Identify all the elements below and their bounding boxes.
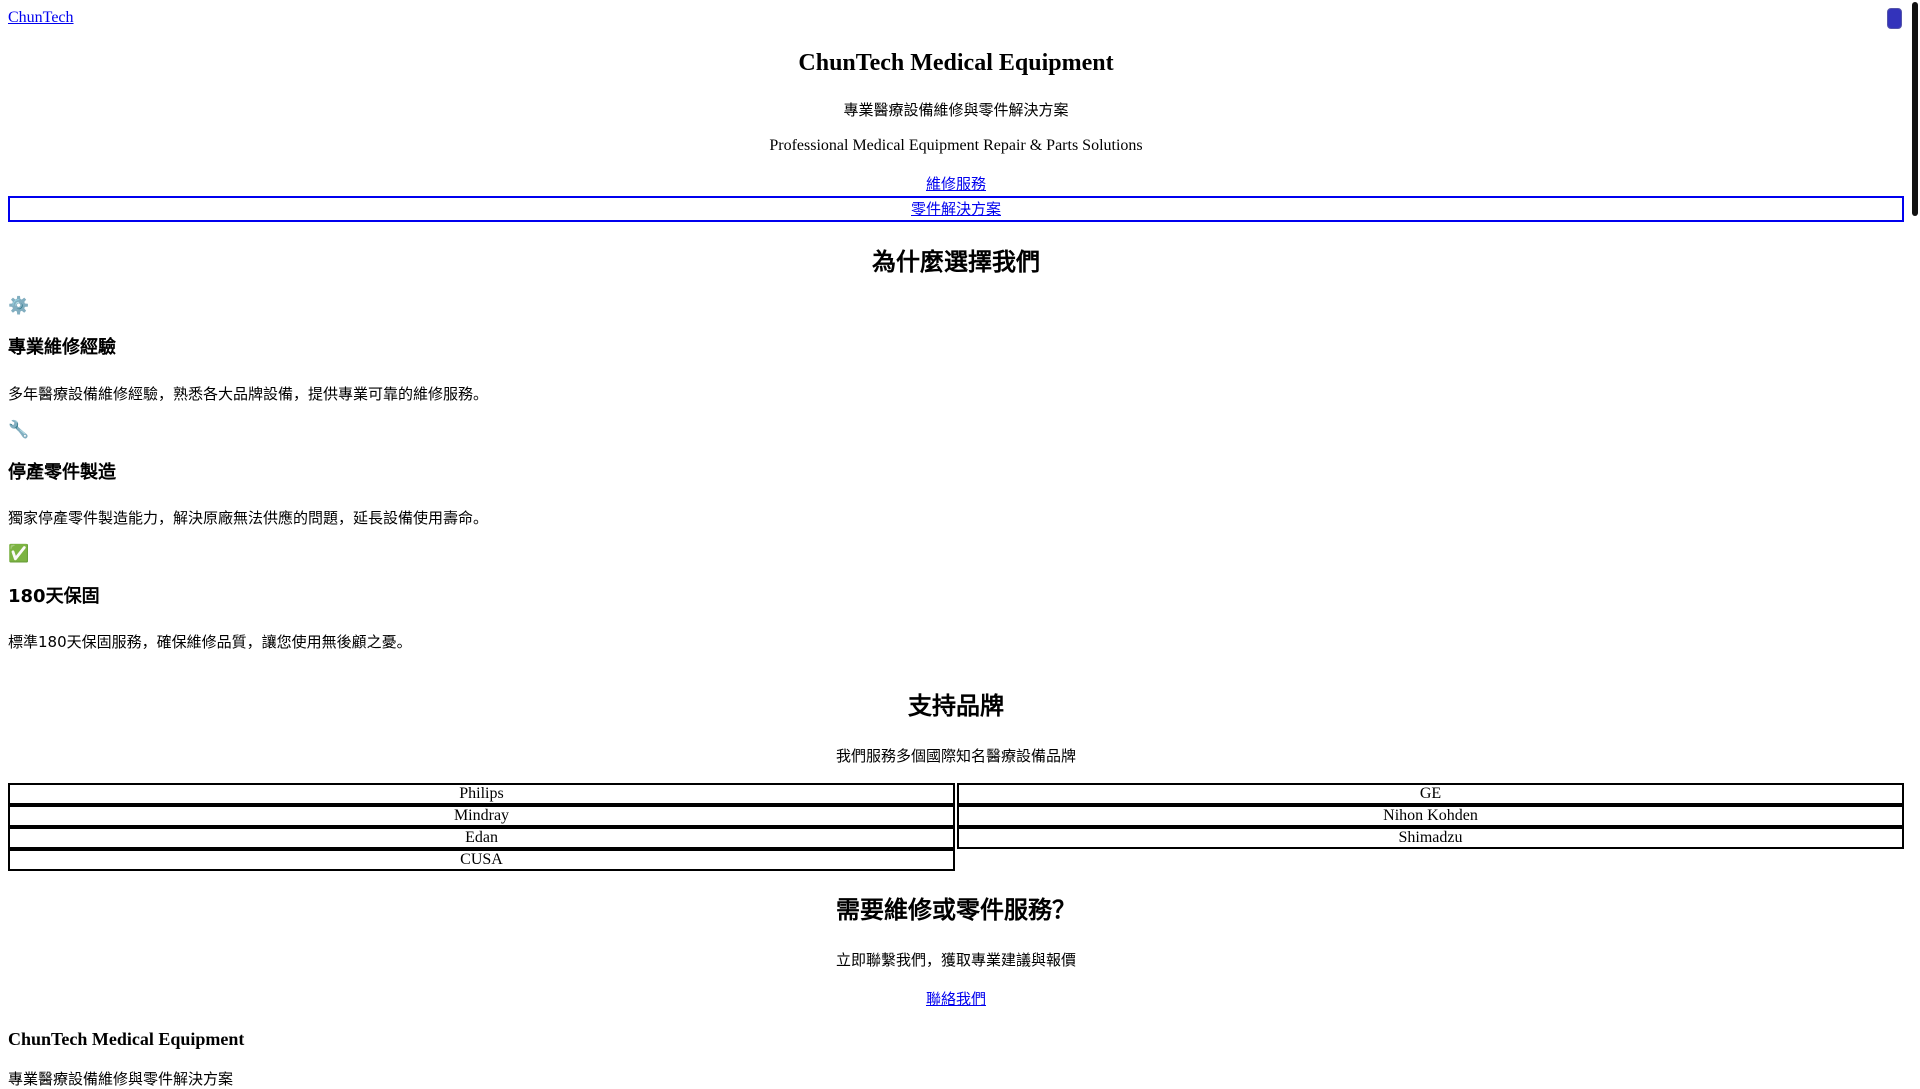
scrollbar-thumb[interactable] (1912, 2, 1918, 216)
feature-desc-warranty: 標準180天保固服務，確保維修品質，讓您使用無後顧之憂。 (8, 633, 412, 651)
parts-solutions-link[interactable]: 零件解決方案 (910, 200, 1001, 218)
check-mark-icon: ✅ (8, 544, 30, 563)
contact-us-link[interactable]: 聯絡我們 (925, 990, 986, 1008)
feature-desc-discontinued-parts: 獨家停產零件製造能力，解決原廠無法供應的問題，延長設備使用壽命。 (8, 509, 489, 527)
brand-home-link[interactable]: ChunTech (8, 9, 74, 26)
cta-title: 需要維修或零件服務？ (836, 896, 1076, 924)
brand-item-edan: Edan (8, 827, 955, 849)
footer-subtitle: 專業醫療設備維修與零件解決方案 (8, 1070, 234, 1088)
footer-title: ChunTech Medical Equipment (8, 1029, 245, 1049)
hero-link-row-parts-focused: 零件解決方案 (8, 196, 1904, 222)
brand-item-shimadzu: Shimadzu (957, 827, 1904, 849)
brand-item-nihon-kohden: Nihon Kohden (957, 805, 1904, 827)
gear-icon: ⚙️ (8, 296, 30, 315)
why-choose-us-title: 為什麼選擇我們 (872, 248, 1040, 276)
brand-item-ge: GE (957, 783, 1904, 805)
brands-subtitle: 我們服務多個國際知名醫療設備品牌 (835, 747, 1076, 765)
page-scrollbar[interactable] (1906, 0, 1920, 1080)
feature-title-experience: 專業維修經驗 (8, 337, 116, 358)
wrench-icon: 🔧 (8, 420, 30, 439)
menu-toggle-button[interactable] (1887, 8, 1902, 29)
feature-desc-experience: 多年醫療設備維修經驗，熟悉各大品牌設備，提供專業可靠的維修服務。 (8, 385, 489, 403)
hero-title: ChunTech Medical Equipment (798, 50, 1114, 76)
hero-tagline-zh: 專業醫療設備維修與零件解決方案 (843, 101, 1069, 119)
brands-title: 支持品牌 (908, 692, 1004, 720)
brand-item-mindray: Mindray (8, 805, 955, 827)
brand-item-philips: Philips (8, 783, 955, 805)
brand-item-cusa: CUSA (8, 849, 955, 871)
hero-link-row-repair: 維修服務 (8, 175, 1904, 194)
cta-link-row: 聯絡我們 (8, 989, 1904, 1009)
feature-title-discontinued-parts: 停產零件製造 (8, 462, 116, 483)
hero-tagline-en: Professional Medical Equipment Repair & … (769, 137, 1143, 154)
repair-services-link[interactable]: 維修服務 (925, 175, 986, 193)
feature-title-warranty: 180天保固 (8, 586, 100, 607)
cta-subtitle: 立即聯繫我們，獲取專業建議與報價 (835, 951, 1076, 969)
